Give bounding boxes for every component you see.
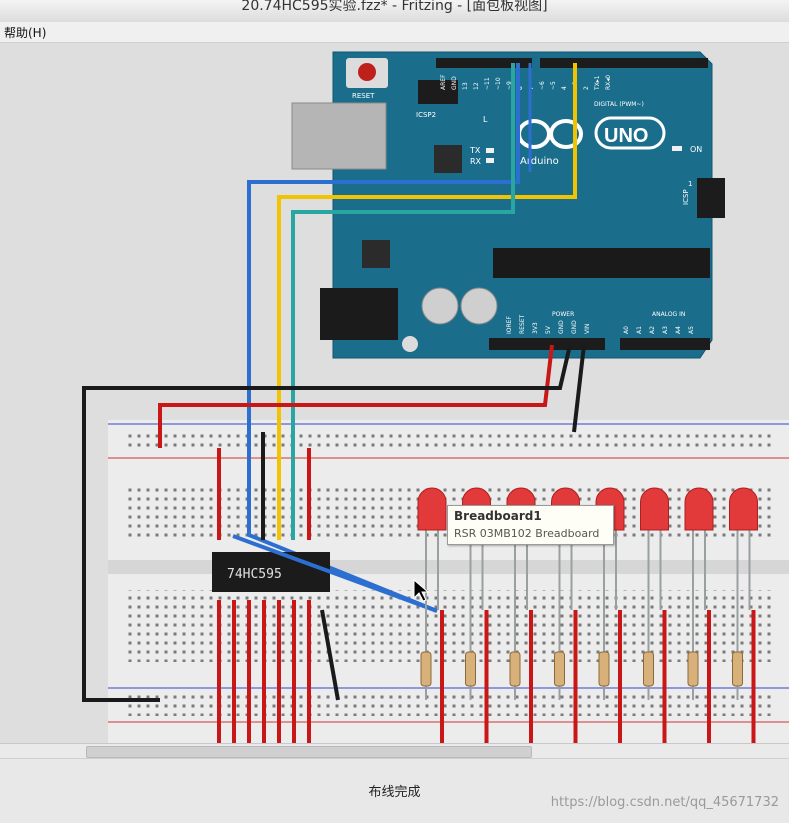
analog-header	[620, 338, 710, 350]
pin-label: A0	[623, 326, 630, 334]
pin-label: A3	[662, 326, 669, 334]
resistor-icon[interactable]	[509, 651, 521, 687]
icsp2-header	[418, 80, 458, 104]
pin-label: 3V3	[532, 322, 539, 334]
resistor-icon[interactable]	[732, 651, 743, 687]
digital-label: DIGITAL (PWM~)	[594, 101, 644, 108]
arduino-brand: Arduino	[520, 156, 559, 167]
led-icon[interactable]	[640, 487, 669, 531]
pin-label: 8	[517, 86, 524, 90]
wire-black-oe[interactable]	[320, 609, 340, 701]
menu-bar: 帮助(H)	[0, 22, 789, 43]
uno-logo-text: UNO	[604, 125, 648, 147]
wire-power-red[interactable]	[158, 344, 554, 448]
mouse-cursor-icon	[413, 578, 430, 602]
led-icon[interactable]	[417, 487, 447, 531]
usb-port	[291, 102, 387, 170]
pin-label: A1	[636, 326, 643, 334]
led-icon[interactable]	[684, 487, 714, 531]
menu-help[interactable]: 帮助(H)	[4, 26, 47, 40]
on-label: ON	[690, 145, 702, 154]
pin-label: AREF	[440, 74, 447, 90]
window-title: 20.74HC595实验.fzz* - Fritzing - [面包板视图]	[241, 0, 548, 14]
resistor-icon[interactable]	[598, 651, 610, 687]
pin-label: IOREF	[506, 316, 513, 334]
wire-yellow[interactable]	[277, 63, 577, 540]
breadboard[interactable]	[108, 420, 789, 743]
chip-output-wires[interactable]	[217, 600, 311, 743]
tx-label: TX	[469, 146, 481, 155]
digital-header-left	[436, 58, 532, 68]
pin-label: ~11	[484, 77, 491, 90]
wires[interactable]	[82, 63, 586, 702]
capacitor-2	[460, 287, 498, 325]
horizontal-scrollbar[interactable]	[0, 743, 789, 758]
arduino-uno-board[interactable]: RESET ICSP2 L TX RX UNO Arduino ON DIGIT…	[291, 51, 725, 359]
atmega-chip	[493, 248, 710, 278]
resistor-icon[interactable]	[465, 651, 476, 687]
status-message: 布线完成	[368, 785, 421, 800]
pin-label: A5	[688, 326, 695, 334]
icsp-header	[697, 178, 725, 218]
analog-pin-labels: A0 A1 A2 A3 A4 A5	[623, 326, 695, 334]
pin-label: 4	[561, 86, 568, 90]
pin-label: RESET	[519, 314, 526, 334]
pin-label: ~9	[506, 81, 513, 90]
usb-chip	[434, 145, 462, 173]
capacitor-1	[421, 287, 459, 325]
resistor-icon[interactable]	[420, 651, 432, 687]
power-pin-labels: IOREF RESET 3V3 5V GND GND VIN	[506, 314, 591, 334]
led-icon[interactable]	[729, 487, 758, 531]
resistor-icon[interactable]	[643, 651, 654, 687]
l-led-label: L	[483, 115, 488, 124]
window-titlebar: 20.74HC595实验.fzz* - Fritzing - [面包板视图]	[0, 0, 789, 23]
pin-label: ~5	[550, 81, 557, 90]
power-jack	[320, 288, 398, 340]
reset-label: RESET	[352, 92, 375, 100]
resistor-icon[interactable]	[554, 651, 565, 687]
pin-label: TX▸1	[594, 75, 601, 91]
wire-ground-black[interactable]	[82, 344, 572, 702]
chip-label: 74HC595	[227, 567, 282, 582]
component-tooltip: Breadboard1 RSR 03MB102 Breadboard	[447, 505, 614, 545]
pin-label: A4	[675, 326, 682, 334]
scrollbar-thumb[interactable]	[86, 746, 532, 758]
power-label: POWER	[552, 311, 574, 318]
pin-label: A2	[649, 326, 656, 334]
power-header	[489, 338, 605, 350]
icsp-pin-one-label: 1	[688, 180, 692, 188]
tooltip-subtitle: RSR 03MB102 Breadboard	[454, 527, 600, 540]
pin-label: VIN	[584, 324, 591, 334]
pin-label: 13	[462, 82, 469, 90]
status-bar: 布线完成 https://blog.csdn.net/qq_45671732	[0, 758, 789, 823]
pin-label: GND	[571, 320, 578, 334]
pin-label: GND	[558, 320, 565, 334]
pin-label: ~6	[539, 81, 546, 90]
wire-blue-diagonal[interactable]	[232, 534, 438, 613]
rx-label: RX	[470, 157, 482, 166]
digital-header-right	[540, 58, 708, 68]
resistor-icon[interactable]	[687, 651, 699, 687]
watermark-text: https://blog.csdn.net/qq_45671732	[550, 795, 779, 810]
tooltip-title: Breadboard1	[454, 509, 542, 523]
icsp-label: ICSP	[682, 189, 690, 205]
breadboard-canvas[interactable]: RESET ICSP2 L TX RX UNO Arduino ON DIGIT…	[0, 43, 789, 743]
wire-ground-black-2[interactable]	[572, 344, 586, 433]
pin-label: 5V	[545, 325, 552, 334]
shift-register-chip[interactable]: 74HC595	[212, 552, 330, 592]
wire-cyan[interactable]	[291, 63, 515, 540]
mount-hole	[402, 336, 418, 352]
pin-label: GND	[451, 76, 458, 90]
regulator	[362, 240, 390, 268]
pin-label: 2	[583, 86, 590, 90]
led-array[interactable]	[417, 487, 758, 743]
pin-label: RX◂0	[605, 75, 612, 90]
pin-label: ~10	[495, 77, 502, 90]
icsp2-label: ICSP2	[416, 111, 436, 119]
pin-label: 12	[473, 82, 480, 90]
analog-label: ANALOG IN	[652, 311, 685, 318]
